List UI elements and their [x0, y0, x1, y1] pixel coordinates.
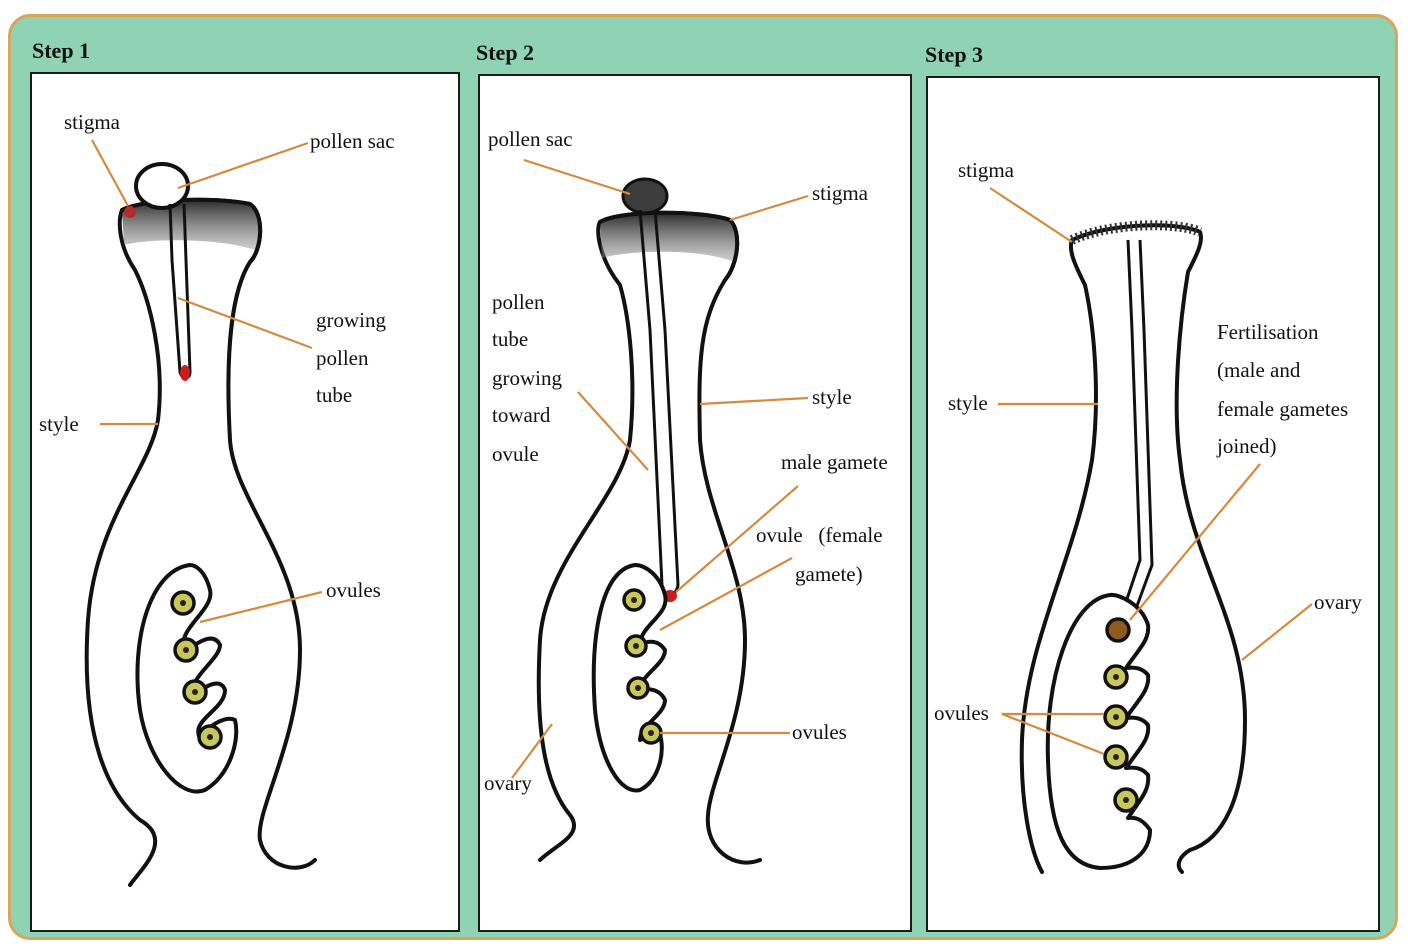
label-male-and: (male and: [1217, 358, 1301, 382]
step-1-pistil: [87, 164, 315, 885]
label-growing: growing: [316, 308, 386, 332]
label-style: style: [948, 391, 988, 415]
step-2-pistil: [539, 179, 760, 863]
label-ovule-female: ovule (female: [756, 523, 883, 547]
label-ovary: ovary: [484, 771, 532, 795]
label-ovules: ovules: [934, 701, 989, 725]
label-pollen-sac: pollen sac: [310, 129, 395, 153]
label-gamete: gamete): [795, 562, 863, 586]
label-ovule: ovule: [492, 442, 539, 466]
label-style: style: [39, 412, 79, 436]
label-tube: tube: [492, 327, 528, 351]
step-3-pistil: [1022, 225, 1245, 872]
label-male-gamete: male gamete: [781, 450, 888, 474]
label-female-gametes: female gametes: [1217, 397, 1348, 421]
label-ovules: ovules: [326, 578, 381, 602]
label-growing: growing: [492, 366, 562, 390]
label-pollen-sac: pollen sac: [488, 127, 573, 151]
label-style: style: [812, 385, 852, 409]
label-joined: joined): [1216, 434, 1276, 458]
step-1-labels: stigma pollen sac growing pollen tube st…: [39, 110, 395, 602]
label-stigma: stigma: [64, 110, 121, 134]
label-stigma: stigma: [958, 158, 1015, 182]
label-toward: toward: [492, 403, 551, 427]
label-stigma: stigma: [812, 181, 869, 205]
label-ovary: ovary: [1314, 590, 1362, 614]
label-fertilisation: Fertilisation: [1217, 320, 1319, 344]
label-ovules: ovules: [792, 720, 847, 744]
label-tube: tube: [316, 383, 352, 407]
step-3-leaders: [990, 188, 1312, 754]
label-pollen: pollen: [492, 290, 545, 314]
label-pollen: pollen: [316, 346, 369, 370]
